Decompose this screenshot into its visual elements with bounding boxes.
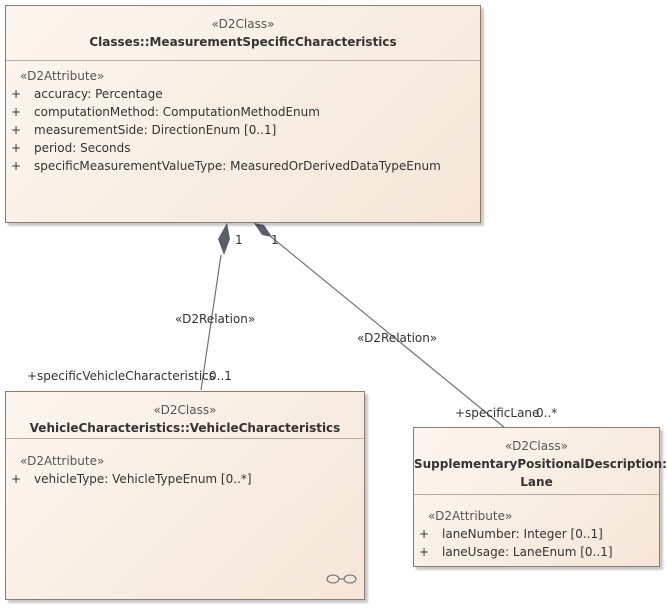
relation-vehicle-target-role: +specificVehicleCharacteristics [27,369,216,383]
class-name-line2: Lane [520,475,553,489]
attribute-period[interactable]: +period: Seconds [11,141,131,155]
attribute-compartment: «D2Attribute» +vehicleType: VehicleTypeE… [6,452,364,488]
attribute-specific-measurement-value-type[interactable]: +specificMeasurementValueType: MeasuredO… [11,159,441,173]
relation-vehicle-target-multiplicity: 0..1 [209,369,232,383]
class-stereotype: «D2Class» [211,17,275,31]
class-header: «D2Class» SupplementaryPositionalDescrip… [414,428,667,491]
relation-lane-source-multiplicity: 1 [271,233,279,247]
class-header: «D2Class» Classes::MeasurementSpecificCh… [6,6,480,51]
attribute-vehicle-type[interactable]: +vehicleType: VehicleTypeEnum [0..*] [11,472,252,486]
relation-line-vehicle[interactable] [200,254,222,391]
class-lane[interactable]: «D2Class» SupplementaryPositionalDescrip… [413,427,667,567]
class-separator [6,60,480,61]
relation-lane-target-multiplicity: 0..* [536,406,558,420]
relation-vehicle-source-multiplicity: 1 [235,233,243,247]
composition-diamond-lane [254,223,272,237]
attribute-compartment: «D2Attribute» +accuracy: Percentage +com… [6,67,480,175]
relation-lane-stereotype[interactable]: «D2Relation» [357,331,438,345]
attribute-compartment: «D2Attribute» +laneNumber: Integer [0..1… [414,507,659,561]
attribute-stereotype: «D2Attribute» [20,69,105,83]
class-vehicle-characteristics[interactable]: «D2Class» VehicleCharacteristics::Vehicl… [5,391,365,600]
link-glyph-icon [326,574,357,584]
class-measurement-specific-characteristics[interactable]: «D2Class» Classes::MeasurementSpecificCh… [5,5,481,223]
attribute-stereotype: «D2Attribute» [20,454,105,468]
attribute-computation-method[interactable]: +computationMethod: ComputationMethodEnu… [11,105,320,119]
composition-diamond-vehicle [218,223,230,255]
relation-lane-target-role: +specificLane [455,406,540,420]
class-separator [414,494,659,495]
attribute-stereotype: «D2Attribute» [428,509,513,523]
attribute-lane-usage[interactable]: +laneUsage: LaneEnum [0..1] [419,545,613,559]
relation-line-lane[interactable] [269,235,506,429]
class-separator [6,438,364,439]
class-stereotype: «D2Class» [153,403,217,417]
class-stereotype: «D2Class» [505,439,568,453]
class-header: «D2Class» VehicleCharacteristics::Vehicl… [6,392,364,437]
attribute-measurement-side[interactable]: +measurementSide: DirectionEnum [0..1] [11,123,277,137]
class-name-line1: SupplementaryPositionalDescription:: [414,457,667,471]
class-name: VehicleCharacteristics::VehicleCharacter… [29,421,341,435]
relation-vehicle-stereotype[interactable]: «D2Relation» [175,312,256,326]
attribute-accuracy[interactable]: +accuracy: Percentage [11,87,163,101]
class-name: Classes::MeasurementSpecificCharacterist… [89,35,397,49]
attribute-lane-number[interactable]: +laneNumber: Integer [0..1] [419,527,603,541]
